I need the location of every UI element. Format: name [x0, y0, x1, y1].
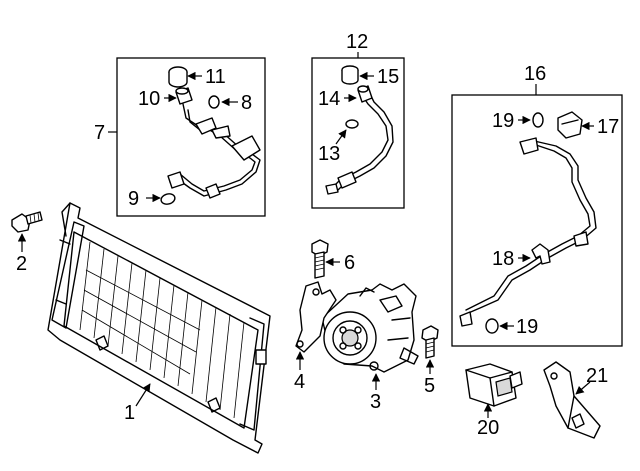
- o-ring-19-bottom[interactable]: [485, 318, 499, 334]
- valve-core-10[interactable]: [175, 87, 193, 105]
- desiccant-18[interactable]: [531, 243, 551, 265]
- callout-4: 4: [294, 371, 305, 393]
- callout-18: 18: [492, 248, 514, 270]
- callout-11: 11: [205, 66, 226, 88]
- callout-1: 1: [124, 402, 135, 424]
- liquid-line-16-box: [451, 94, 623, 347]
- o-ring-13[interactable]: [345, 119, 359, 129]
- bolt-6[interactable]: [311, 239, 329, 279]
- cap-15[interactable]: [341, 65, 359, 85]
- callout-19-bottom: 19: [516, 316, 538, 338]
- condenser[interactable]: [47, 202, 271, 454]
- callout-16: 16: [524, 63, 546, 85]
- callout-21: 21: [586, 365, 608, 387]
- condenser-fins: [79, 241, 245, 419]
- callout-6: 6: [344, 252, 355, 274]
- callout-17: 17: [597, 116, 619, 138]
- callout-15: 15: [377, 66, 399, 88]
- callout-5: 5: [424, 375, 435, 397]
- hose-assembly-7-box: [116, 57, 266, 217]
- callout-19-top: 19: [492, 110, 514, 132]
- callout-13: 13: [318, 143, 340, 165]
- callout-10: 10: [138, 88, 160, 110]
- callout-9: 9: [128, 188, 139, 210]
- bracket-21[interactable]: [543, 361, 601, 439]
- callout-20: 20: [477, 417, 499, 439]
- callout-8: 8: [241, 92, 252, 114]
- cap-11[interactable]: [168, 66, 188, 88]
- o-ring-9[interactable]: [160, 192, 176, 205]
- callout-3: 3: [370, 391, 381, 413]
- suction-hose[interactable]: [167, 103, 261, 199]
- callout-7: 7: [94, 122, 105, 144]
- o-ring-19-top[interactable]: [532, 112, 544, 128]
- compressor-bracket[interactable]: [295, 281, 337, 353]
- valve-core-14[interactable]: [357, 85, 373, 103]
- discharge-hose[interactable]: [325, 93, 394, 195]
- callout-labels: 1 2 3 4 5 6 7 8 9 10 11 12 13 14 15 16 1…: [16, 31, 619, 439]
- ac-compressor[interactable]: [321, 283, 419, 373]
- o-ring-8[interactable]: [208, 95, 220, 109]
- leader-lines: [17, 52, 594, 418]
- liquid-line-tube[interactable]: [459, 137, 597, 327]
- pressure-switch-20[interactable]: [465, 363, 523, 407]
- callout-12: 12: [346, 31, 368, 53]
- bolt-2[interactable]: [11, 211, 43, 233]
- bolt-5[interactable]: [421, 325, 439, 359]
- filter-cap-17[interactable]: [557, 111, 583, 139]
- callout-14: 14: [318, 88, 340, 110]
- callout-2: 2: [16, 253, 27, 275]
